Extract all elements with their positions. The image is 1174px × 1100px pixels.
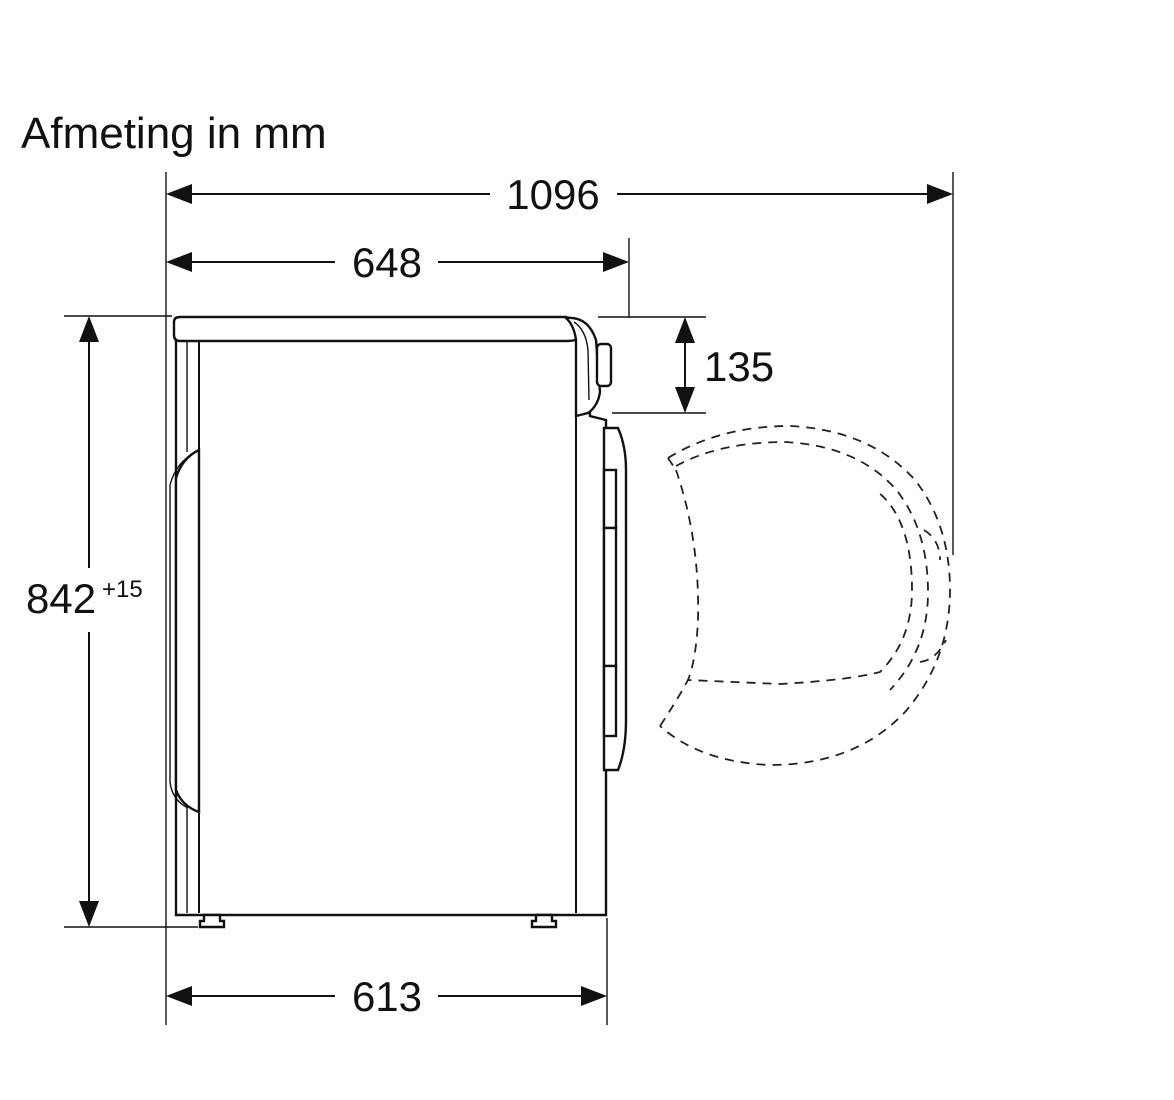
dimension-depth-incl-door: 648 [166, 239, 629, 286]
arrow-down-icon [675, 387, 695, 413]
arrow-right-icon [927, 184, 953, 204]
door-hinge-middle [602, 526, 618, 668]
control-panel [563, 316, 602, 418]
door-swing-open [659, 425, 951, 766]
dimension-tolerance: +15 [102, 576, 143, 603]
arrow-right-icon [581, 986, 607, 1006]
worktop [172, 315, 580, 343]
dimension-control-panel: 135 [675, 317, 774, 413]
arrow-up-icon [675, 317, 695, 343]
arrow-right-icon [603, 252, 629, 272]
door-swing-tip [919, 529, 947, 663]
dimension-height: 842 +15 [26, 316, 143, 927]
door-swing-inner [675, 441, 929, 691]
door-swing-left-edge [659, 457, 689, 727]
extension-lines [64, 172, 954, 1025]
dimension-label-842: 842 [26, 575, 96, 622]
control-knob-icon [595, 342, 613, 388]
dimension-total-depth: 1096 [166, 171, 953, 218]
arrow-down-icon [79, 901, 99, 927]
arrow-left-icon [166, 184, 192, 204]
door-hinge-lower [602, 664, 618, 738]
door-hinge-upper [602, 468, 618, 530]
door-swing-glass [675, 469, 913, 685]
foot-rear-icon [198, 913, 226, 929]
arrow-left-icon [166, 252, 192, 272]
rear-bulge-top [169, 451, 197, 486]
door-swing-outer [659, 425, 951, 766]
dimension-label-1096: 1096 [506, 171, 599, 218]
arrow-left-icon [166, 986, 192, 1006]
page-title: Afmeting in mm [21, 109, 327, 158]
rear-bulge-inner [169, 485, 189, 809]
cabinet-outline [174, 338, 608, 917]
dimension-label-135: 135 [704, 343, 774, 390]
rear-bulge [174, 448, 201, 814]
dimension-label-613: 613 [352, 973, 422, 1020]
control-panel-inner-line [573, 321, 590, 401]
foot-front-icon [530, 913, 558, 929]
dimension-label-648: 648 [352, 239, 422, 286]
arrow-up-icon [79, 316, 99, 342]
dimension-body-depth: 613 [166, 973, 607, 1020]
appliance-side-view [169, 315, 628, 929]
